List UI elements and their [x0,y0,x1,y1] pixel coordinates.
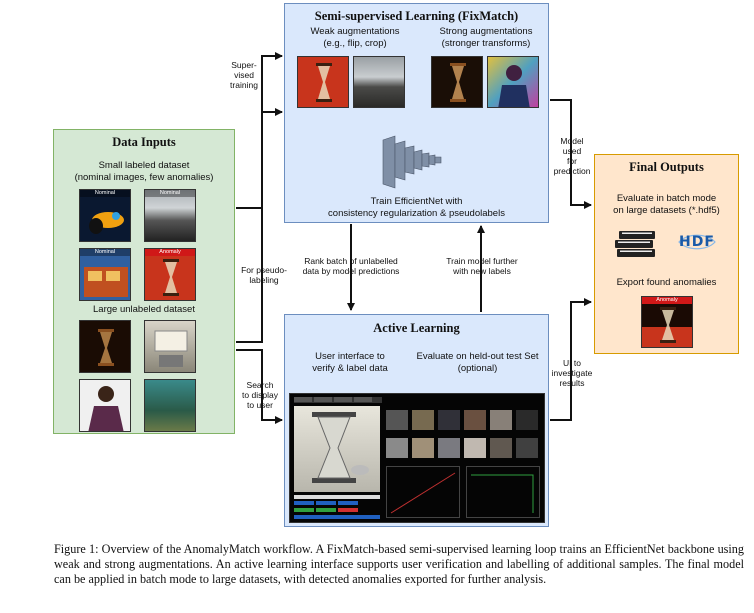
labeled-image-toucan: Nominal [79,189,131,242]
semi-supervised-box: Semi-supervised Learning (FixMatch) Weak… [284,3,549,223]
efficientnet-icon [382,135,442,189]
ui-main-image [294,406,380,492]
train-efficientnet-line2: consistency regularization & pseudolabel… [328,208,505,219]
export-anomalies-label: Export found anomalies [616,277,717,288]
label-train-further: Train model further with new labels [446,256,518,276]
arrow-pseudo [236,108,283,343]
weak-aug-title: Weak augmentations [310,26,400,37]
books-icon [615,231,655,257]
active-learning-box: Active Learning User interface to verify… [284,314,549,527]
strong-aug-image-person [487,56,539,108]
label-pseudo-labeling: For pseudo- labeling [241,265,287,285]
batch-mode-line1: Evaluate in batch mode [616,193,717,204]
unlabeled-image-woman [79,379,131,432]
label-rank-batch: Rank batch of unlabelled data by model p… [302,256,400,276]
nominal-tag: Nominal [80,190,130,197]
labeled-image-bus: Nominal [79,248,131,301]
eval-test-line2: (optional) [457,363,498,374]
active-learning-title: Active Learning [373,321,460,335]
strong-aug-sub: (stronger transforms) [441,38,531,49]
data-inputs-title: Data Inputs [112,135,176,149]
unlabeled-dataset-label: Large unlabeled dataset [93,304,195,315]
arrow-model [550,99,592,209]
label-model-prediction: Model used for prediction [553,136,591,176]
weak-aug-image-hourglass [297,56,349,108]
arrow-ui-investigate [550,298,592,421]
weak-aug-sub: (e.g., flip, crop) [323,38,387,49]
exported-anomaly-image: Anomaly [641,296,693,348]
unlabeled-image-interior [144,320,196,373]
arrow-search [236,349,283,424]
weak-aug-image-coast [353,56,405,108]
figure-caption: Figure 1: Overview of the AnomalyMatch w… [54,542,744,586]
strong-aug-image-hourglass [431,56,483,108]
nominal-tag: Nominal [80,249,130,256]
labeling-ui-screenshot [289,393,545,523]
labeled-dataset-line2: (nominal images, few anomalies) [74,172,214,183]
train-efficientnet-line1: Train EfficientNet with [370,196,463,207]
eval-test-line1: Evaluate on held-out test Set [416,351,539,362]
label-ui-investigate: UI to investigate results [551,358,593,388]
hdf-logo-text: HDF [679,234,715,250]
unlabeled-image-underwater [144,379,196,432]
semi-supervised-title: Semi-supervised Learning (FixMatch) [314,9,519,23]
data-inputs-box: Data Inputs Small labeled dataset (nomin… [53,129,235,434]
strong-aug-title: Strong augmentations [439,26,533,37]
labeled-image-coast: Nominal [144,189,196,242]
anomaly-tag: Anomaly [642,297,692,304]
labeled-dataset-line1: Small labeled dataset [98,160,190,171]
label-supervised-training: Super- vised training [230,60,258,90]
anomaly-tag: Anomaly [145,249,195,256]
labeled-image-hourglass-anomaly: Anomaly [144,248,196,301]
hdf-logo: HDF [677,231,717,253]
unlabeled-image-hourglass [79,320,131,373]
nominal-tag: Nominal [145,190,195,197]
final-outputs-box: Final Outputs Evaluate in batch mode on … [594,154,739,354]
ui-verify-line1: User interface to [315,351,385,362]
ui-verify-line2: verify & label data [312,363,388,374]
batch-mode-line2: on large datasets (*.hdf5) [613,205,720,216]
label-search-display: Search to display to user [242,380,278,410]
final-outputs-title: Final Outputs [629,160,704,174]
